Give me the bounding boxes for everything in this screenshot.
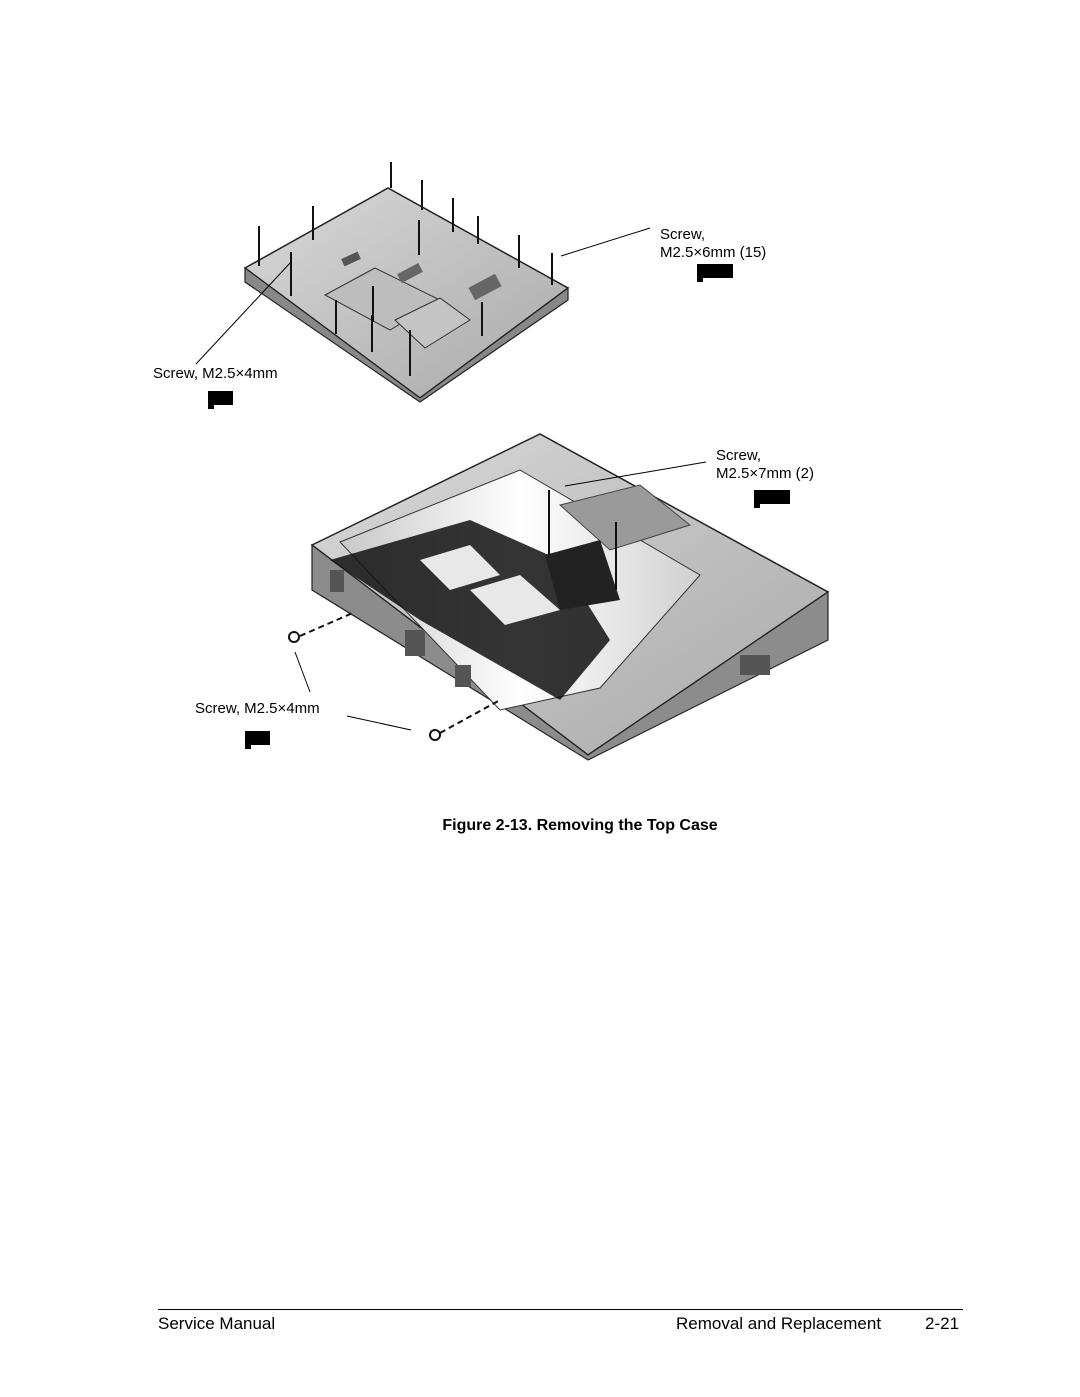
callout-7mm-line2: M2.5×7mm (2) — [716, 465, 814, 482]
callout-4mm-top: Screw, M2.5×4mm — [153, 365, 278, 382]
callout-4mm-bottom: Screw, M2.5×4mm — [195, 700, 320, 717]
screw-4mm-icon-top — [208, 391, 233, 409]
screw-set-7mm — [548, 490, 617, 590]
laptop-bottom-view — [243, 187, 570, 403]
footer-section: Removal and Replacement — [676, 1314, 882, 1333]
laptop-illustration — [195, 162, 830, 761]
screw-7mm-icon — [754, 490, 790, 508]
screw-set-4mm-side — [288, 611, 501, 741]
screw-4mm-icon-bottom — [245, 731, 270, 749]
footer-rule — [158, 1309, 963, 1310]
callout-6mm-line2: M2.5×6mm (15) — [660, 244, 767, 261]
laptop-top-view — [310, 433, 830, 761]
figure-caption: Figure 2-13. Removing the Top Case — [442, 817, 718, 834]
footer-page-number: 2-21 — [925, 1314, 960, 1333]
screw-set-6mm — [258, 162, 553, 376]
callout-7mm-line1: Screw, — [716, 447, 762, 464]
footer-manual-title: Service Manual — [158, 1314, 276, 1333]
callout-6mm-line1: Screw, — [660, 226, 706, 243]
screw-6mm-icon — [697, 264, 733, 282]
